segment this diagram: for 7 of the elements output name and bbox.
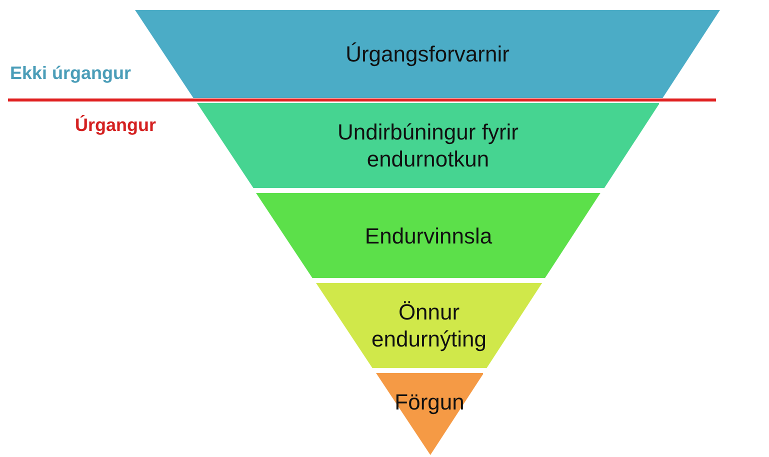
band-label: Endurvinnsla — [364, 222, 492, 250]
zone-label: Ekki úrgangur — [10, 63, 132, 84]
band-label: Undirbúningur fyrir endurnotkun — [336, 118, 520, 173]
band-label: Förgun — [394, 388, 464, 416]
band-label: Önnur endurnýting — [370, 298, 488, 353]
band-label: Úrgangsforvarnir — [346, 40, 510, 68]
zone-label: Úrgangur — [75, 115, 156, 136]
